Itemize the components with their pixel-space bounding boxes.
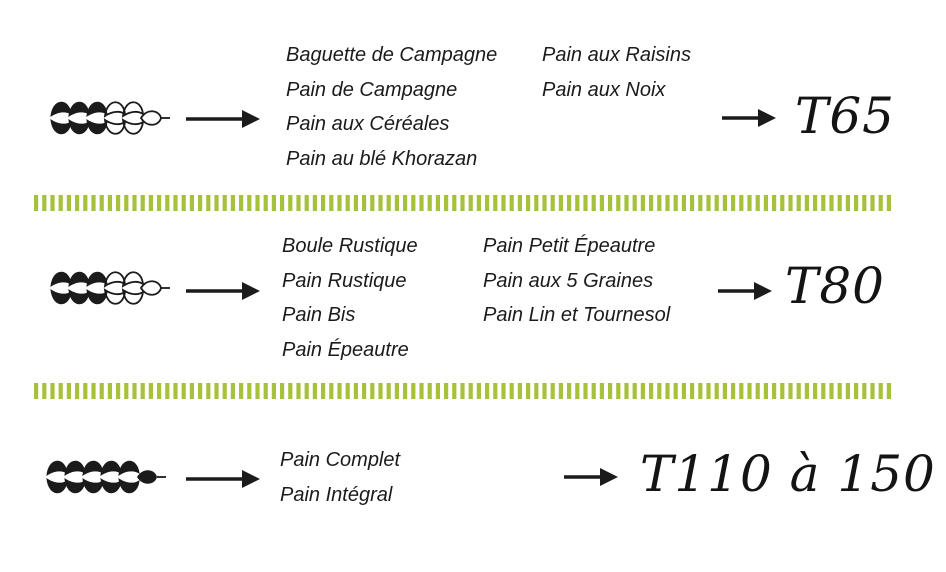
bread-item: Pain aux Noix xyxy=(542,78,666,101)
bread-item: Pain aux 5 Graines xyxy=(483,269,654,292)
flour-grade-label: T80 xyxy=(785,257,885,315)
arrow-right-icon xyxy=(186,110,260,128)
arrow-right-icon xyxy=(186,470,260,488)
arrow-right-icon xyxy=(564,468,618,486)
bread-item: Pain aux Céréales xyxy=(286,113,450,135)
bread-item: Pain Épeautre xyxy=(282,338,409,361)
bread-item: Pain aux Raisins xyxy=(542,44,691,66)
arrow-right-icon xyxy=(186,282,260,300)
bread-item: Pain Complet xyxy=(280,449,401,471)
bread-item: Pain Lin et Tournesol xyxy=(483,304,671,326)
bread-item: Pain de Campagne xyxy=(286,78,458,101)
arrow-right-icon xyxy=(718,282,772,300)
row1-col2: Pain aux Raisins Pain aux Noix xyxy=(542,38,691,107)
arrow-right-icon xyxy=(722,109,776,127)
row2-col1: Boule Rustique Pain Rustique Pain Bis Pa… xyxy=(282,229,418,367)
bread-item: Boule Rustique xyxy=(282,235,418,257)
bread-item: Pain Bis xyxy=(282,304,356,326)
wheat-ear-icon xyxy=(46,460,166,494)
wheat-ear-icon xyxy=(50,271,170,305)
wheat-ear-icon xyxy=(50,101,170,135)
row2-col2: Pain Petit Épeautre Pain aux 5 Graines P… xyxy=(483,229,670,333)
divider-line xyxy=(34,383,891,399)
flour-grade-label: T110 à 150 xyxy=(640,445,936,503)
flour-grade-label: T65 xyxy=(795,87,895,145)
divider-line xyxy=(34,195,891,211)
bread-item: Baguette de Campagne xyxy=(286,44,498,66)
row1-col1: Baguette de Campagne Pain de Campagne Pa… xyxy=(286,38,497,176)
row3-col1: Pain Complet Pain Intégral xyxy=(280,443,400,512)
bread-item: Pain au blé Khorazan xyxy=(286,147,478,170)
bread-item: Pain Intégral xyxy=(280,483,393,506)
bread-item: Pain Rustique xyxy=(282,269,407,292)
bread-item: Pain Petit Épeautre xyxy=(483,235,656,257)
